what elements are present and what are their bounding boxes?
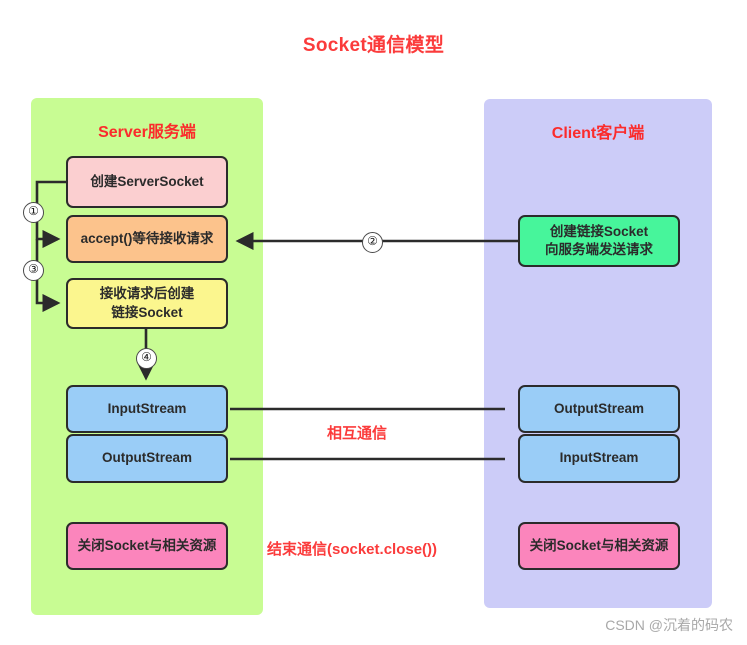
box-server-output-stream[interactable]: OutputStream [66,434,228,483]
box-client-close-socket[interactable]: 关闭Socket与相关资源 [518,522,680,570]
box-accept-wait[interactable]: accept()等待接收请求 [66,215,228,263]
client-panel-title: Client客户端 [551,125,645,142]
step-marker-2: ② [362,232,383,253]
watermark: CSDN @沉着的码农 [605,617,733,633]
step-marker-4: ④ [136,348,157,369]
box-server-close-socket[interactable]: 关闭Socket与相关资源 [66,522,228,570]
box-client-connect-line2: 向服务端发送请求 [545,242,653,257]
step-marker-1: ① [23,202,44,223]
box-client-output-stream[interactable]: OutputStream [518,385,680,433]
label-end-communication: 结束通信(socket.close()) [267,541,438,558]
label-mutual-communication: 相互通信 [327,425,388,442]
box-server-input-stream[interactable]: InputStream [66,385,228,433]
step-marker-3: ③ [23,260,44,281]
box-client-input-stream[interactable]: InputStream [518,434,680,483]
box-client-connect-line1: 创建链接Socket [549,223,649,239]
page-title: Socket通信模型 [302,35,445,56]
box-create-link-socket[interactable]: 接收请求后创建 链接Socket [66,278,228,329]
box-create-link-socket-line2: 链接Socket [111,304,183,320]
box-client-create-connection[interactable]: 创建链接Socket 向服务端发送请求 [518,215,680,267]
box-create-link-socket-line1: 接收请求后创建 [99,286,195,302]
box-create-serversocket[interactable]: 创建ServerSocket [66,156,228,208]
server-panel-title: Server服务端 [98,124,196,141]
